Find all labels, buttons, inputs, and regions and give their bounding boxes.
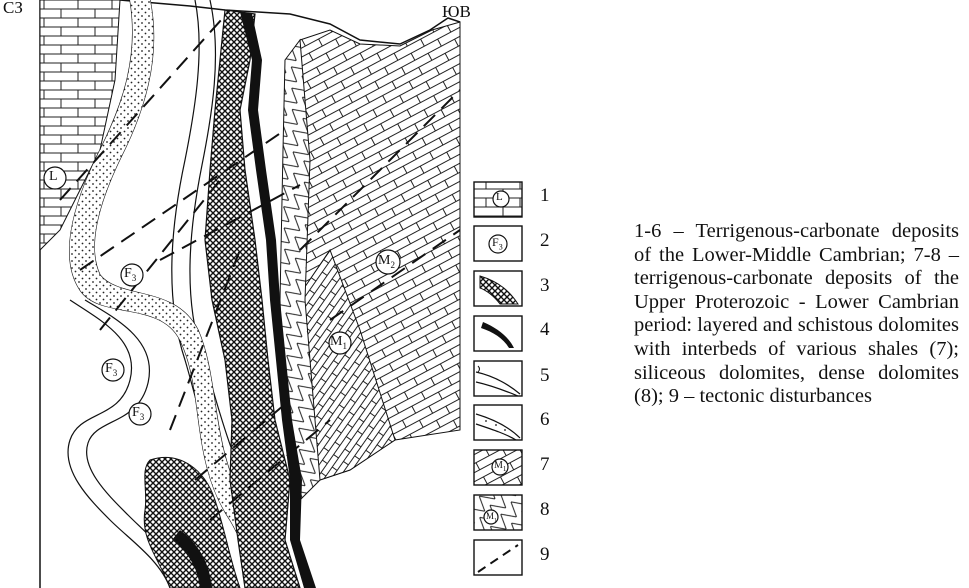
- legend-number: 7: [540, 455, 550, 474]
- legend-number: 4: [540, 320, 550, 339]
- legend-number: 8: [540, 500, 550, 519]
- legend-number: 6: [540, 410, 550, 429]
- caption-text: 1-6 – Terrigenous-carbonate deposits of …: [634, 220, 959, 409]
- direction-southeast: ЮВ: [442, 3, 471, 20]
- legend-number: 3: [540, 276, 550, 295]
- symbol-m1: M1: [330, 334, 347, 351]
- legend-symbol-m1-7: M1: [494, 460, 506, 473]
- direction-northwest: СЗ: [3, 0, 23, 16]
- symbol-f3-b: F3: [105, 361, 117, 378]
- legend-number: 2: [540, 231, 550, 250]
- symbol-f3-c: F3: [132, 405, 144, 422]
- symbol-l: L: [49, 169, 58, 185]
- legend-symbol-l: L: [496, 191, 503, 203]
- legend-symbol-m1-8: M1: [486, 511, 497, 524]
- dolomite-block-right: [280, 22, 460, 500]
- legend-caption: 1-6 – Terrigenous-carbonate deposits of …: [634, 220, 959, 409]
- symbol-f3-a: F3: [124, 266, 136, 283]
- legend-symbol-f3: F3: [492, 235, 503, 251]
- legend-number: 9: [540, 545, 550, 564]
- legend-number: 5: [540, 366, 550, 385]
- legend-number: 1: [540, 186, 550, 205]
- symbol-m2: M2: [378, 253, 395, 270]
